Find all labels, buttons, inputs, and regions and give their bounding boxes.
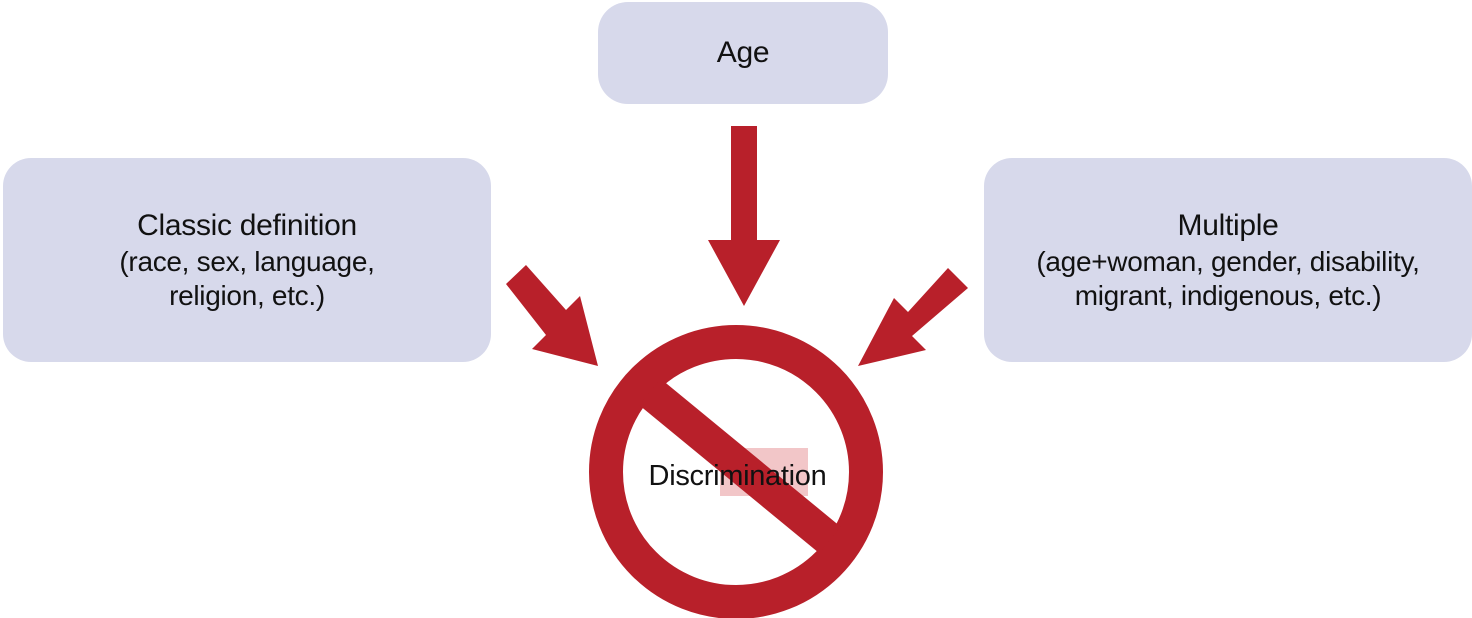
multiple-subtitle: (age+woman, gender, disability, migrant,… xyxy=(1036,246,1420,311)
arrow-multiple-icon xyxy=(858,268,968,366)
classic-definition-box: Classic definition (race, sex, language,… xyxy=(3,158,491,362)
arrow-classic-icon xyxy=(506,265,598,366)
age-box: Age xyxy=(598,2,888,104)
classic-definition-title: Classic definition xyxy=(137,209,357,242)
discrimination-label: Discrimination xyxy=(648,460,827,492)
classic-definition-subtitle: (race, sex, language, religion, etc.) xyxy=(119,246,375,311)
prohibition-sign-icon xyxy=(589,325,883,618)
age-box-title: Age xyxy=(716,36,770,69)
multiple-title: Multiple xyxy=(1177,209,1279,242)
arrow-age-icon xyxy=(708,126,780,306)
multiple-box: Multiple (age+woman, gender, disability,… xyxy=(984,158,1472,362)
